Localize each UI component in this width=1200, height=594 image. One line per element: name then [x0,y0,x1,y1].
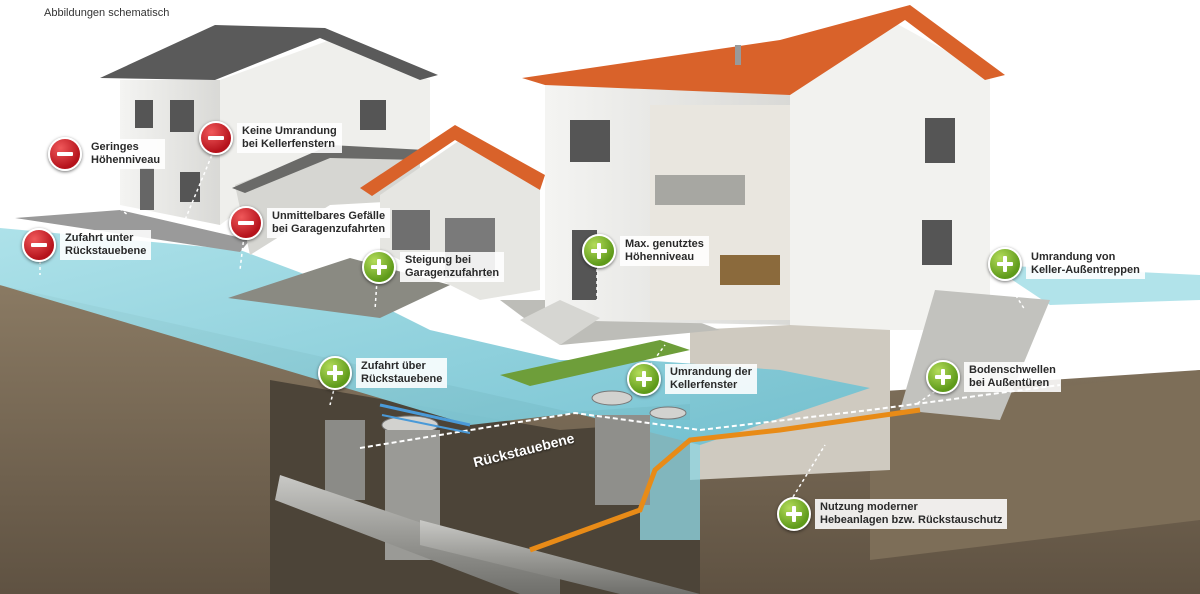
garage-left-roof [232,145,425,193]
lawn [500,340,690,386]
callout-geringes-hoehenniveau: Geringes Höhenniveau [48,137,166,171]
callout-max-hoehenniveau: Max. genutztes Höhenniveau [582,234,709,268]
callout-label: Keine Umrandung bei Kellerfenstern [237,123,342,153]
cutaway-interior [650,105,790,320]
plus-icon [777,497,811,531]
callout-hebeanlagen: Nutzung moderner Hebeanlagen bzw. Rückst… [777,497,1008,531]
shaft-right [595,415,650,505]
callout-label: Nutzung moderner Hebeanlagen bzw. Rückst… [815,499,1008,529]
minus-icon [22,228,56,262]
callout-steigung: Steigung bei Garagenzufahrten [362,250,505,284]
callout-zufahrt-unter: Zufahrt unter Rückstauebene [22,228,152,262]
callout-keller-aussentreppen: Umrandung von Keller-Außentreppen [988,247,1145,281]
callout-kellerfenster: Umrandung der Kellerfenster [627,362,757,396]
sewer-pipe [275,475,560,594]
callout-label: Umrandung der Kellerfenster [665,364,757,394]
plus-icon [362,250,396,284]
minus-icon [229,206,263,240]
left-house-roof [100,25,438,80]
drain-pipe-orange [529,407,921,553]
rueckstau-line [359,384,1061,449]
plus-icon [318,356,352,390]
minus-icon [199,121,233,155]
callout-unmittelbares-gefaelle: Unmittelbares Gefälle bei Garagenzufahrt… [229,206,391,240]
excavation-pit [270,380,700,594]
callout-label: Umrandung von Keller-Außentreppen [1026,249,1145,279]
callout-zufahrt-ueber: Zufahrt über Rückstauebene [318,356,448,390]
callout-label: Geringes Höhenniveau [86,139,166,169]
manhole-3 [649,406,687,420]
callout-keine-umrandung: Keine Umrandung bei Kellerfenstern [199,121,342,155]
plus-icon [988,247,1022,281]
plus-icon [582,234,616,268]
minus-icon [48,137,82,171]
shaft-left [325,420,365,500]
plus-icon [926,360,960,394]
callout-bodenschwellen: Bodenschwellen bei Außentüren [926,360,1061,394]
schematic-caption: Abbildungen schematisch [44,7,170,19]
main-house-roof [522,5,1005,95]
garage-right-roof [360,125,545,196]
callout-label: Bodenschwellen bei Außentüren [964,362,1061,392]
leader-lines [39,149,1026,498]
callout-label: Max. genutztes Höhenniveau [620,236,709,266]
callout-label: Zufahrt über Rückstauebene [356,358,448,388]
plus-icon [627,362,661,396]
manhole-2 [591,390,633,406]
callout-label: Unmittelbares Gefälle bei Garagenzufahrt… [267,208,391,238]
callout-label: Steigung bei Garagenzufahrten [400,252,505,282]
callout-label: Zufahrt unter Rückstauebene [60,230,152,260]
